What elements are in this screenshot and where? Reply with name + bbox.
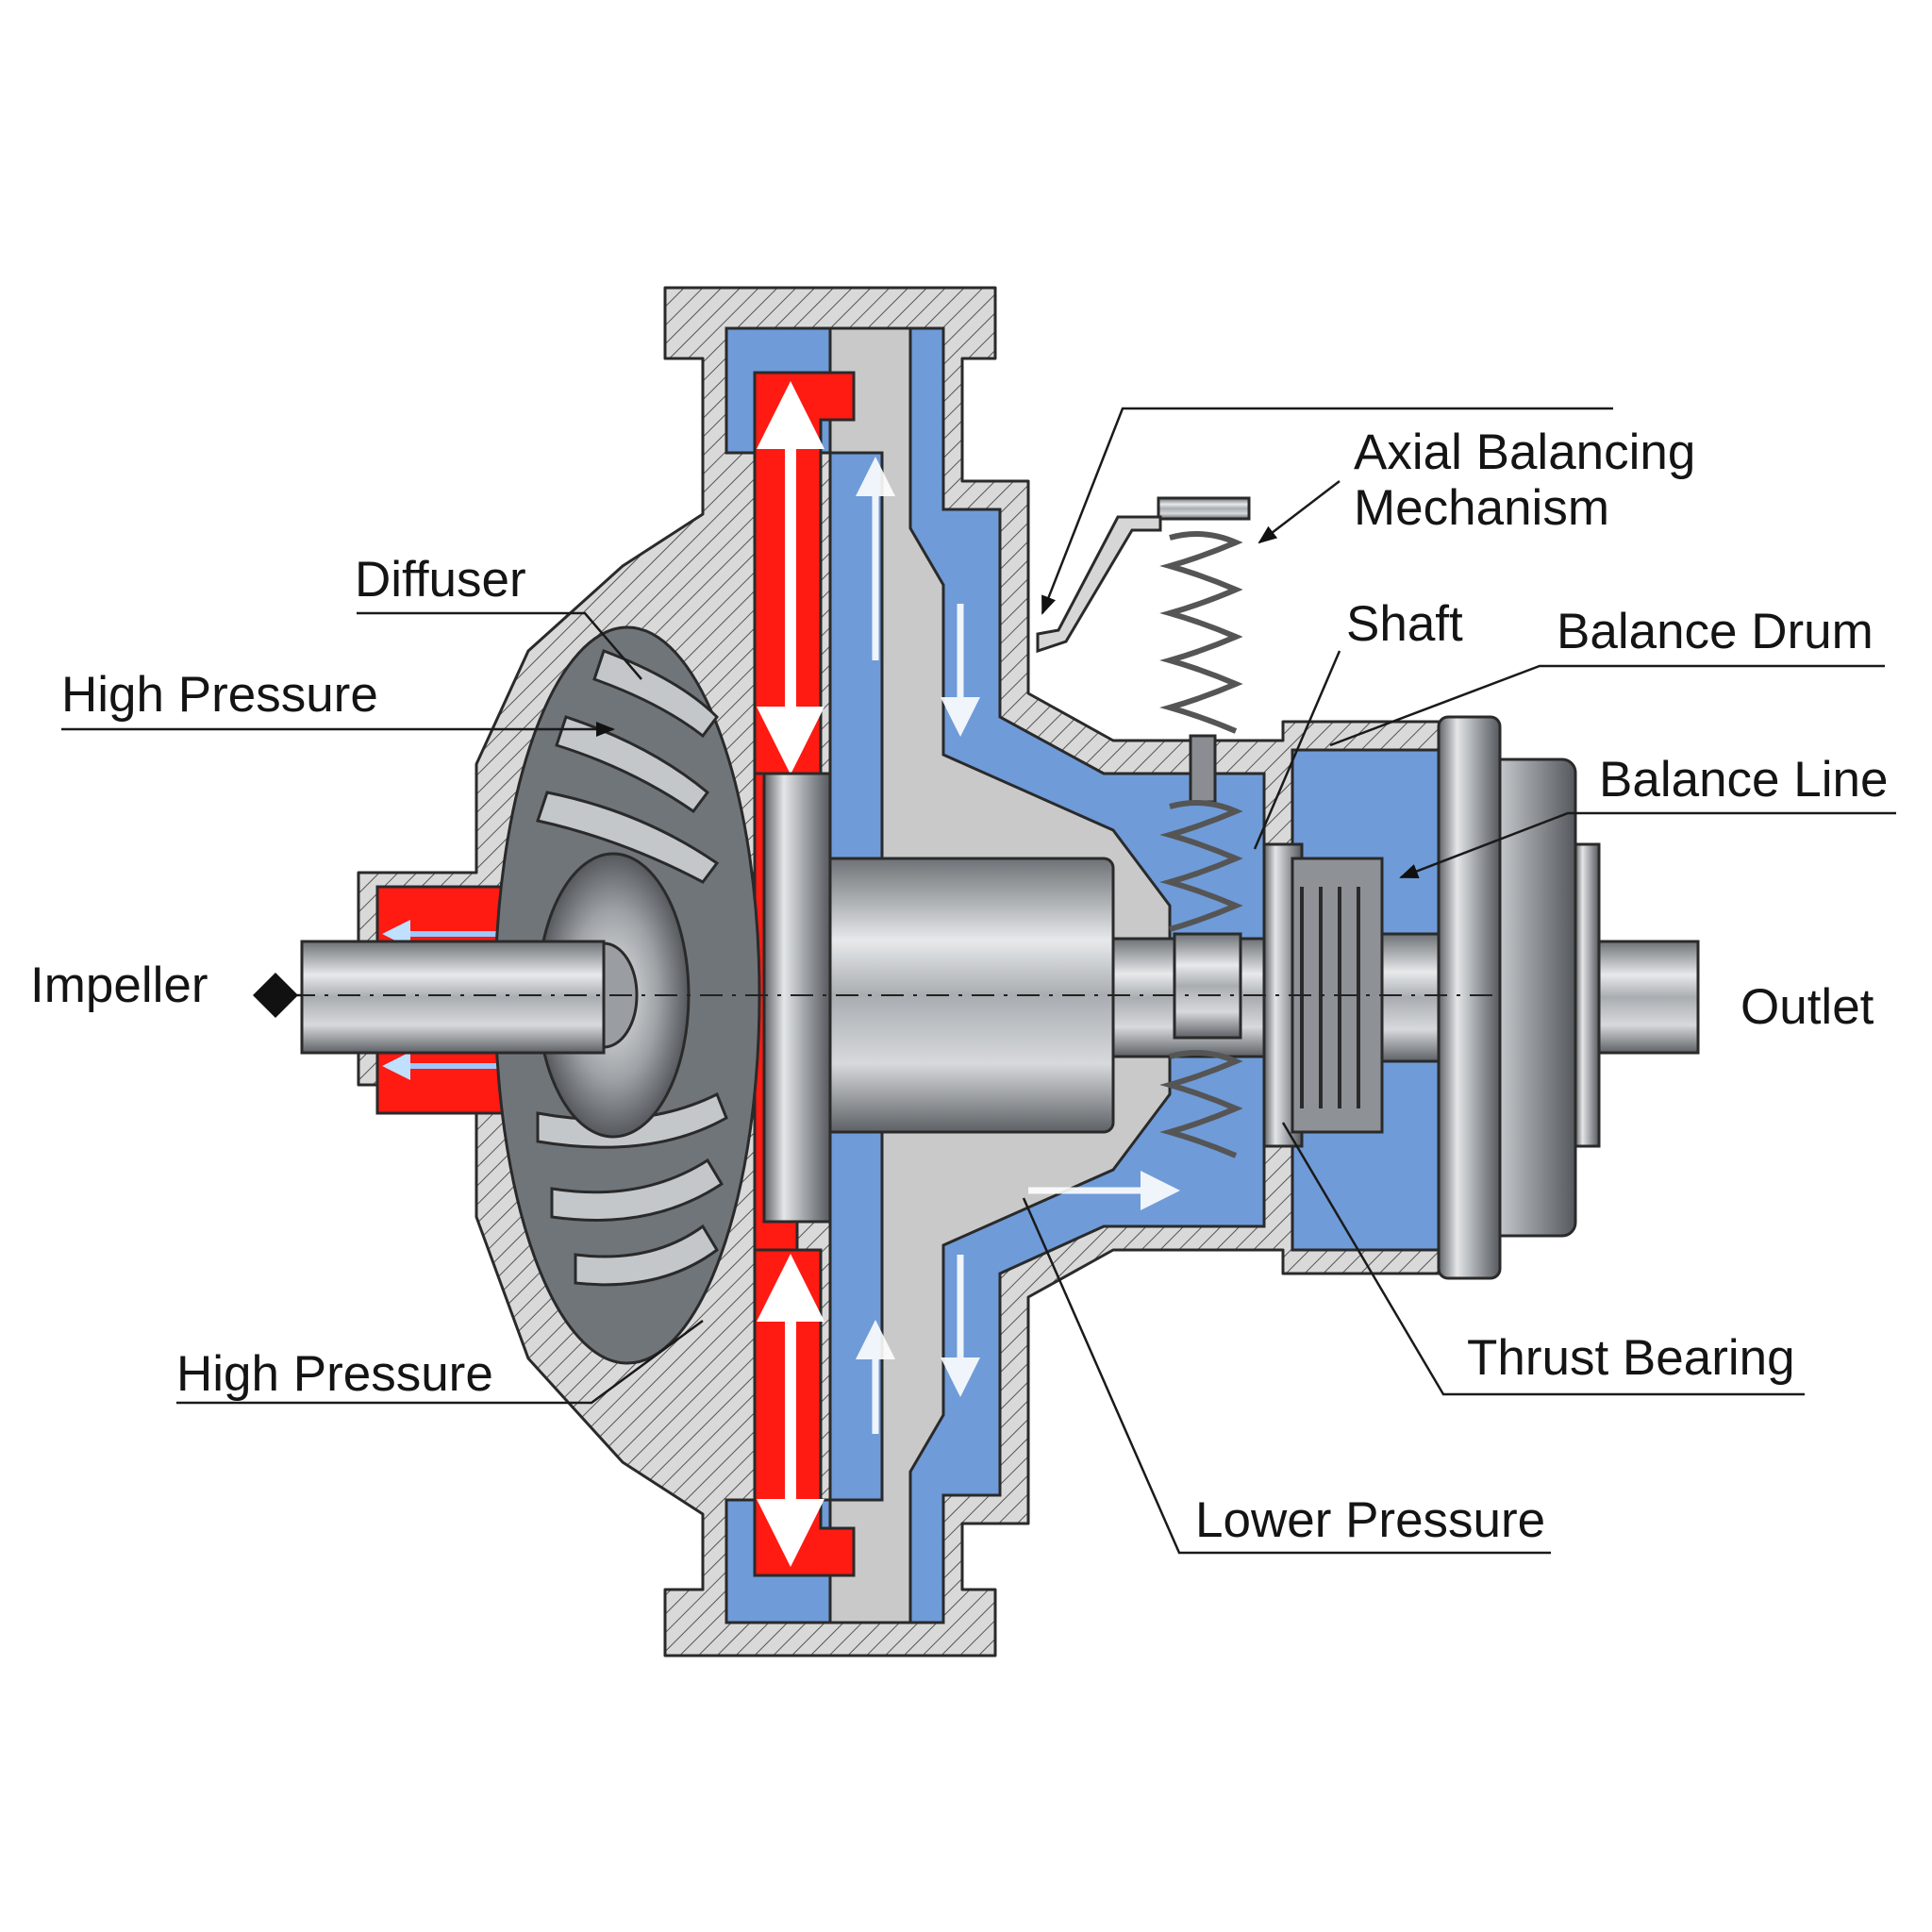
balance-line-label: Balance Line (1599, 752, 1889, 808)
diffuser-label: Diffuser (355, 552, 526, 608)
thrust-bearing-label: Thrust Bearing (1467, 1330, 1795, 1386)
outlet-label: Outlet (1740, 979, 1874, 1035)
shaft-collar (762, 772, 832, 1224)
shaft-right (1592, 940, 1700, 1055)
high-pressure-lower-label: High Pressure (176, 1346, 493, 1402)
leader-lines (61, 407, 1896, 1555)
impeller-label: Impeller (30, 958, 208, 1013)
axial-spring (1036, 496, 1251, 1158)
shaft-left (300, 940, 606, 1055)
balance-drum-label: Balance Drum (1557, 604, 1874, 659)
impeller-vanes (536, 649, 728, 1287)
shaft-label: Shaft (1346, 596, 1463, 652)
high-pressure-upper-label: High Pressure (61, 667, 378, 723)
axial-balancing-mechanism-label: Axial Balancing Mechanism (1354, 425, 1696, 537)
impeller-pointer-icon (253, 973, 298, 1018)
thrust-bearing (1437, 715, 1601, 1280)
low-pressure-arrows (856, 457, 1180, 1434)
lower-pressure-label: Lower Pressure (1195, 1492, 1546, 1548)
